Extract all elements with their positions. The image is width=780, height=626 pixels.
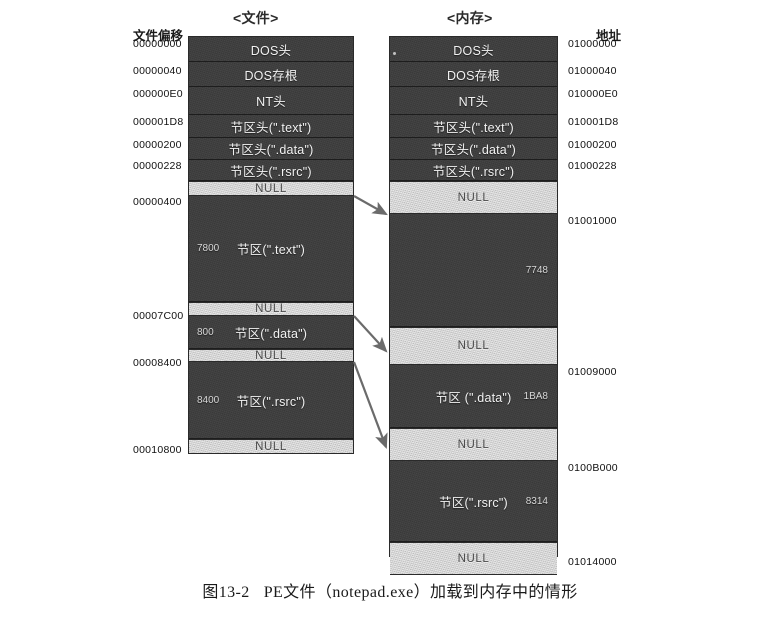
memory-block-null-4: NULL [390, 542, 557, 575]
file-block-label: NULL [255, 349, 287, 362]
memory-block-null-1: NULL [390, 181, 557, 214]
arrow-rsrc-section [352, 361, 388, 450]
file-layout-column: DOS头 DOS存根 NT头 节区头(".text") 节区头(".data")… [188, 36, 354, 454]
memory-block-section-data: 节区 (".data") 1BA8 [390, 365, 557, 428]
memory-block-label: 节区头(".rsrc") [432, 164, 515, 179]
file-block-section-header-text: 节区头(".text") [189, 115, 353, 138]
memory-address-tick: 0100B000 [568, 462, 618, 474]
file-block-label: DOS存根 [244, 68, 298, 83]
memory-block-label: DOS头 [453, 43, 494, 58]
memory-block-size: 8314 [525, 495, 548, 507]
memory-block-label: 节区头(".text") [433, 120, 514, 135]
memory-block-label: 节区(".rsrc") [439, 495, 508, 510]
figure-caption-text: PE文件（notepad.exe）加载到内存中的情形 [263, 584, 578, 601]
file-block-null-4: NULL [189, 439, 353, 454]
file-offset-tick: 00008400 [133, 357, 182, 369]
memory-address-tick: 01000200 [568, 139, 617, 151]
file-block-section-header-rsrc: 节区头(".rsrc") [189, 160, 353, 181]
memory-layout-column: DOS头 DOS存根 NT头 节区头(".text") 节区头(".data")… [389, 36, 558, 575]
memory-block-dos-stub: DOS存根 [390, 62, 557, 87]
memory-block-label: DOS存根 [446, 68, 501, 83]
file-block-nt-header: NT头 [189, 87, 353, 115]
file-offset-tick: 00000200 [133, 139, 182, 151]
memory-block-section-header-text: 节区头(".text") [390, 115, 557, 138]
arrow-data-section [353, 315, 388, 353]
memory-block-null-2: NULL [390, 327, 557, 365]
memory-block-label: NULL [457, 191, 490, 204]
memory-block-size: 1BA8 [523, 390, 548, 402]
file-block-label: 节区头(".data") [228, 143, 314, 157]
figure-caption-number: 图13-2 [202, 584, 250, 601]
file-block-null-1: NULL [189, 181, 353, 196]
memory-block-dos-header: DOS头 [390, 37, 557, 62]
file-block-label: NULL [255, 440, 287, 453]
memory-address-axis-title: 地址 [596, 29, 622, 43]
memory-address-tick: 01000000 [568, 38, 617, 50]
file-offset-tick: 00010800 [133, 444, 182, 456]
memory-block-label: NT头 [458, 95, 489, 109]
file-offset-tick: 000000E0 [133, 88, 183, 100]
file-block-section-header-data: 节区头(".data") [189, 138, 353, 160]
memory-address-tick: 01001000 [568, 215, 617, 227]
memory-block-size: 7748 [525, 264, 548, 276]
memory-block-label: NULL [457, 438, 490, 451]
memory-address-tick: 01000228 [568, 160, 617, 172]
file-block-label: NULL [255, 182, 287, 195]
memory-address-tick: 01000040 [568, 65, 617, 77]
file-block-null-3: NULL [189, 349, 353, 362]
file-block-section-data: 800 节区(".data") [189, 316, 353, 349]
arrow-text-section [353, 195, 388, 216]
file-block-dos-header: DOS头 [189, 37, 353, 62]
memory-block-label: 节区 (".data") [435, 390, 512, 405]
file-block-label: 节区头(".rsrc") [230, 164, 312, 179]
file-block-dos-stub: DOS存根 [189, 62, 353, 87]
file-offset-axis-title: 文件偏移 [133, 29, 184, 43]
file-offset-tick: 00000040 [133, 65, 182, 77]
file-block-null-2: NULL [189, 302, 353, 316]
file-block-label: 节区(".rsrc") [236, 394, 306, 409]
file-block-label: 节区头(".text") [230, 120, 312, 135]
file-offset-tick: 00000000 [133, 38, 182, 50]
memory-block-label: NULL [457, 340, 490, 352]
memory-block-section-text: 7748 [390, 214, 557, 327]
memory-block-label: NULL [457, 552, 490, 565]
memory-address-tick: 01009000 [568, 366, 617, 378]
file-block-section-rsrc: 8400 节区(".rsrc") [189, 362, 353, 439]
file-offset-tick: 000001D8 [133, 116, 184, 128]
figure-caption: 图13-2 PE文件（notepad.exe）加载到内存中的情形 [0, 578, 780, 602]
file-panel-header: <文件> [233, 10, 279, 26]
memory-block-nt-header: NT头 [390, 87, 557, 115]
memory-block-label: 节区头(".data") [431, 143, 516, 157]
file-block-label: NT头 [256, 95, 286, 109]
memory-block-null-3: NULL [390, 428, 557, 461]
memory-block-section-header-data: 节区头(".data") [390, 138, 557, 160]
scan-artifact-speck [393, 52, 396, 55]
file-block-label: NULL [255, 303, 287, 315]
memory-address-tick: 010000E0 [568, 88, 618, 100]
file-block-label: 节区(".text") [236, 243, 306, 257]
memory-block-section-header-rsrc: 节区头(".rsrc") [390, 160, 557, 181]
file-offset-tick: 00007C00 [133, 310, 184, 322]
file-offset-tick: 00000228 [133, 160, 182, 172]
memory-address-tick: 01014000 [568, 556, 617, 568]
file-offset-tick: 00000400 [133, 196, 182, 208]
file-block-label: DOS头 [250, 43, 292, 58]
memory-panel-header: <内存> [447, 10, 493, 26]
file-block-section-text: 7800 节区(".text") [189, 196, 353, 302]
memory-address-tick: 010001D8 [568, 116, 619, 128]
file-block-size: 800 [197, 326, 214, 338]
file-block-size: 7800 [197, 243, 220, 254]
file-block-size: 8400 [197, 394, 220, 406]
file-block-label: 节区(".data") [234, 326, 308, 341]
memory-block-section-rsrc: 节区(".rsrc") 8314 [390, 461, 557, 542]
